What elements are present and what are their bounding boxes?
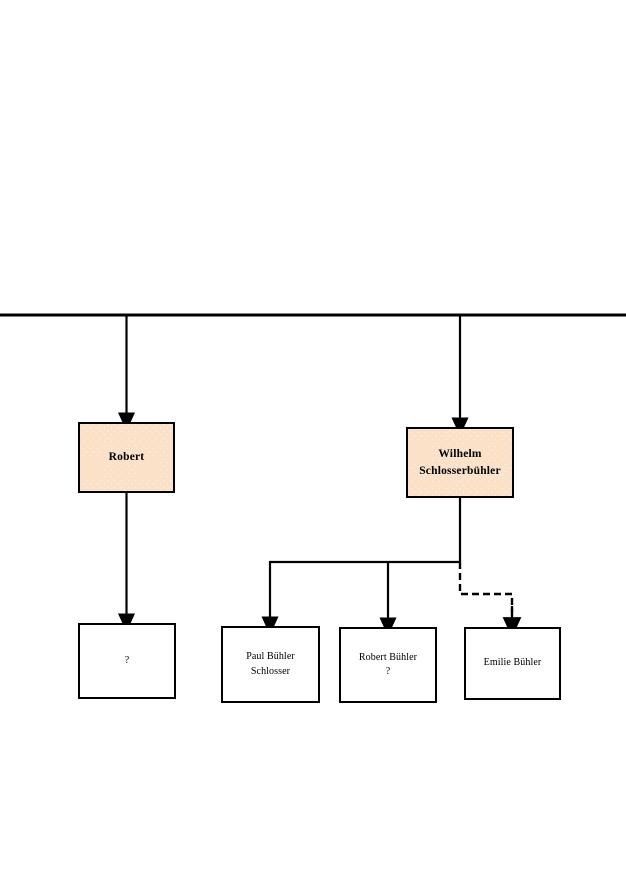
node-robert-buehler-line-1: Robert Bühler — [358, 651, 418, 663]
node-emilie-line-1: Emilie Bühler — [483, 657, 542, 669]
connector-wilhelm-to-emilie — [458, 562, 514, 612]
node-unknown-child[interactable]: ? — [78, 623, 176, 699]
node-wilhelm-schlosserbuehler[interactable]: Wilhelm Schlosserbühler — [406, 427, 514, 498]
node-robert-buehler[interactable]: Robert Bühler ? — [339, 627, 437, 703]
node-robert[interactable]: Robert — [78, 422, 175, 493]
node-robert-line-1: Robert — [108, 451, 145, 464]
node-paul-line-1: Paul Bühler — [246, 651, 295, 662]
node-emilie-buehler[interactable]: Emilie Bühler — [464, 627, 561, 700]
node-unknown-child-line-1: ? — [124, 654, 130, 666]
node-paul-buehler[interactable]: Paul Bühler Schlosser — [221, 626, 320, 703]
node-wilhelm-line-2: Schlosserbühler — [419, 464, 501, 477]
node-wilhelm-line-1: Wilhelm — [438, 447, 482, 460]
node-paul-line-2: Schlosser — [250, 665, 291, 677]
node-robert-buehler-line-2: ? — [385, 666, 391, 677]
